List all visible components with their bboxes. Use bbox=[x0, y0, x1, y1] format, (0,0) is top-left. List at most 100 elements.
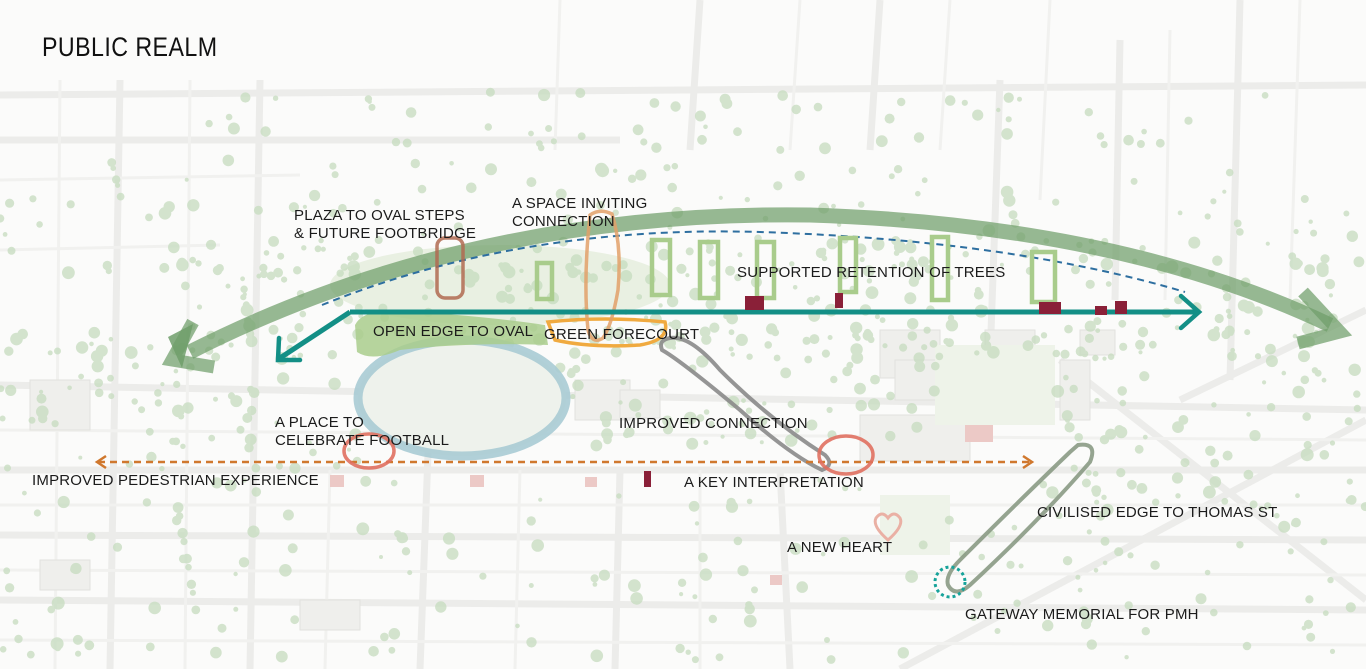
tree bbox=[897, 97, 906, 107]
tree bbox=[1040, 332, 1048, 339]
tree bbox=[821, 349, 831, 358]
tree bbox=[1115, 426, 1128, 439]
tree bbox=[227, 122, 240, 135]
tree bbox=[1222, 189, 1227, 194]
plaza-steps-capsule bbox=[435, 236, 465, 300]
label-key-interpretation: A KEY INTERPRETATION bbox=[684, 474, 864, 491]
tree bbox=[94, 388, 104, 398]
tree bbox=[1013, 599, 1021, 607]
tree bbox=[154, 399, 163, 407]
tree bbox=[185, 408, 191, 414]
tree bbox=[1005, 116, 1012, 123]
tree bbox=[91, 360, 104, 373]
tree bbox=[1177, 210, 1183, 216]
tree bbox=[764, 341, 772, 349]
tree bbox=[1346, 495, 1357, 505]
tree bbox=[225, 113, 233, 121]
tree bbox=[580, 354, 591, 364]
tree bbox=[974, 350, 980, 356]
tree bbox=[484, 123, 492, 131]
tree bbox=[1262, 380, 1267, 385]
tree bbox=[666, 295, 679, 308]
tree bbox=[826, 655, 836, 664]
tree bbox=[1274, 512, 1280, 519]
label-plaza-line2: & FUTURE FOOTBRIDGE bbox=[294, 225, 477, 242]
tree bbox=[1084, 108, 1094, 117]
building-accents bbox=[330, 420, 993, 585]
tree bbox=[5, 198, 15, 208]
tree bbox=[1350, 236, 1356, 242]
tree bbox=[331, 171, 339, 179]
tree bbox=[373, 198, 381, 206]
tree bbox=[1225, 308, 1231, 314]
tree bbox=[485, 163, 497, 176]
tree bbox=[0, 214, 5, 223]
tree bbox=[1230, 347, 1236, 353]
label-place-line2: CELEBRATE FOOTBALL bbox=[275, 432, 450, 449]
tree bbox=[851, 351, 864, 364]
tree bbox=[1180, 458, 1190, 468]
tree bbox=[57, 495, 70, 509]
tree bbox=[701, 334, 712, 345]
tree bbox=[1287, 548, 1294, 555]
tree bbox=[613, 168, 618, 173]
tree bbox=[1100, 141, 1108, 149]
tree bbox=[921, 344, 928, 351]
tree bbox=[1119, 342, 1128, 351]
tree bbox=[78, 455, 83, 460]
tree bbox=[590, 574, 599, 583]
tree bbox=[4, 346, 14, 356]
tree bbox=[1292, 385, 1305, 399]
label-improved-connection: IMPROVED CONNECTION bbox=[619, 415, 808, 432]
gateway-memorial-ring bbox=[933, 565, 967, 599]
tree bbox=[479, 572, 487, 580]
tree bbox=[705, 247, 713, 254]
tree bbox=[309, 448, 317, 457]
tree bbox=[1137, 326, 1149, 338]
celebrate-football-ring bbox=[342, 432, 396, 470]
tree bbox=[14, 634, 23, 644]
tree bbox=[10, 332, 23, 346]
tree bbox=[299, 310, 307, 318]
tree bbox=[519, 268, 524, 273]
tree bbox=[1148, 340, 1157, 349]
tree bbox=[848, 166, 857, 175]
tree bbox=[182, 402, 194, 414]
tree bbox=[1184, 116, 1193, 125]
tree bbox=[644, 315, 649, 320]
tree bbox=[94, 378, 103, 388]
tree bbox=[973, 589, 983, 599]
tree bbox=[0, 646, 7, 653]
tree bbox=[228, 342, 234, 348]
tree bbox=[247, 385, 255, 393]
tree bbox=[420, 231, 426, 237]
tree bbox=[1321, 377, 1327, 383]
tree bbox=[287, 543, 298, 554]
label-plaza-line1: PLAZA TO OVAL STEPS bbox=[294, 207, 465, 224]
tree bbox=[288, 202, 299, 213]
tree bbox=[29, 195, 37, 203]
tree bbox=[222, 154, 235, 167]
tree bbox=[802, 336, 811, 345]
tree bbox=[1343, 210, 1350, 217]
tree bbox=[168, 241, 180, 254]
tree bbox=[515, 623, 520, 629]
tree bbox=[1118, 319, 1127, 328]
tree bbox=[1123, 134, 1134, 146]
tree bbox=[830, 375, 838, 384]
tree bbox=[279, 564, 292, 577]
tree bbox=[242, 292, 247, 297]
tree bbox=[947, 314, 955, 322]
tree bbox=[314, 245, 322, 253]
tree bbox=[625, 336, 632, 344]
tree bbox=[38, 413, 48, 424]
tree bbox=[505, 293, 515, 304]
tree bbox=[616, 493, 622, 499]
tree bbox=[247, 525, 260, 538]
tree bbox=[146, 451, 157, 463]
tree bbox=[842, 485, 849, 492]
teal-arrow-left-head bbox=[275, 335, 303, 363]
tree bbox=[679, 592, 684, 597]
tree bbox=[329, 208, 338, 218]
tree bbox=[1085, 469, 1092, 476]
